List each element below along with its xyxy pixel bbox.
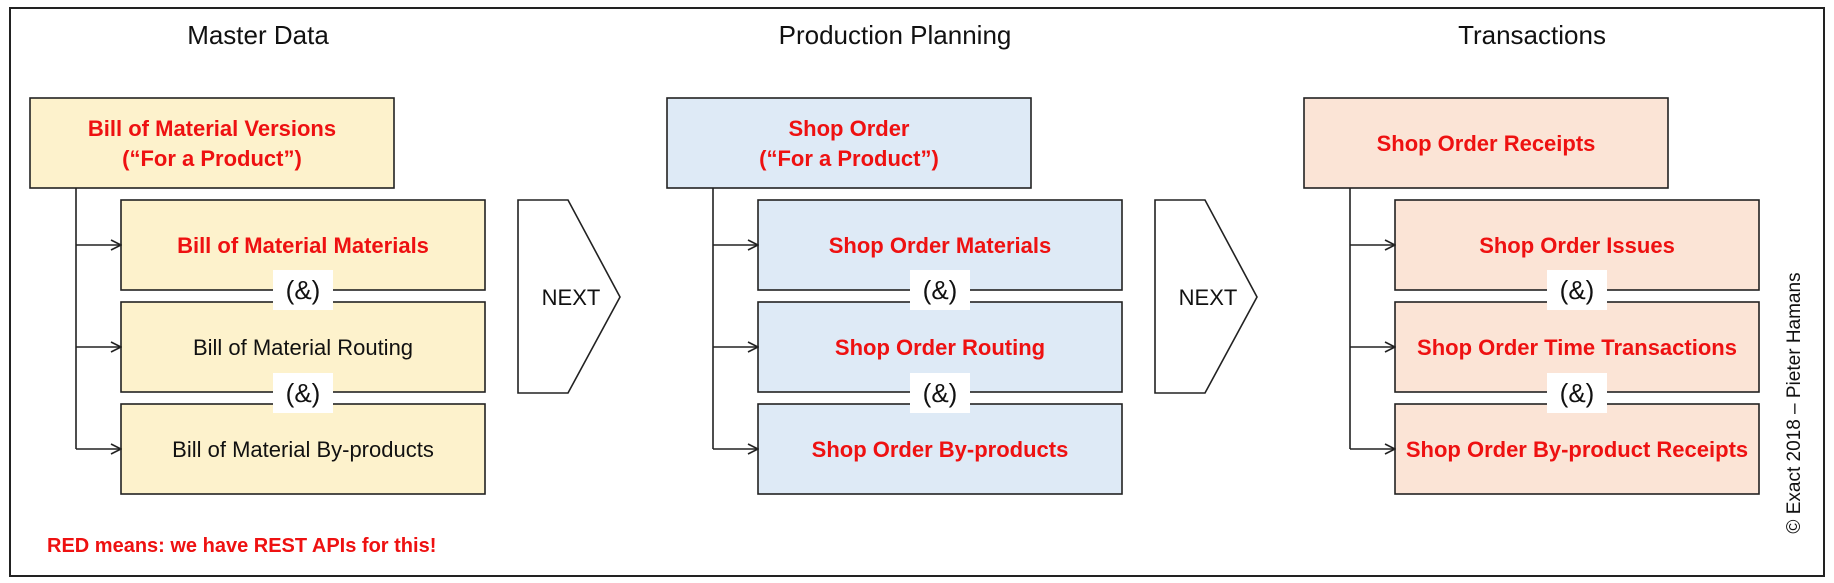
production-planning-child-label-2: Shop Order Routing (835, 335, 1045, 360)
transactions-and-connector-1: (&) (1547, 270, 1607, 310)
production-planning-and-label-2: (&) (923, 378, 958, 408)
heading-master-data: Master Data (187, 20, 329, 50)
master-data-parent-box: Bill of Material Versions (“For a Product… (29, 97, 395, 189)
production-planning-child-label-1: Shop Order Materials (829, 233, 1052, 258)
production-planning-child-label-3: Shop Order By-products (812, 437, 1069, 462)
column-master-data: Bill of Material Versions (“For a Product… (29, 97, 486, 495)
production-planning-and-label-1: (&) (923, 275, 958, 305)
diagram-frame (9, 7, 1825, 577)
copyright-text: © Exact 2018 – Pieter Hamans (1784, 272, 1805, 533)
column-production-planning: Shop Order (“For a Product”) Shop Order Ma… (666, 97, 1123, 495)
master-data-and-connector-2: (&) (273, 373, 333, 413)
transactions-and-connector-2: (&) (1547, 373, 1607, 413)
production-planning-and-connector-2: (&) (910, 373, 970, 413)
master-data-and-label-2: (&) (286, 378, 321, 408)
heading-transactions: Transactions (1458, 20, 1606, 50)
master-data-child-label-3: Bill of Material By-products (172, 437, 434, 462)
production-planning-and-connector-1: (&) (910, 270, 970, 310)
transactions-child-label-3: Shop Order By-product Receipts (1406, 437, 1748, 462)
next-arrow-2-label: NEXT (1179, 285, 1238, 310)
legend-text: RED means: we have REST APIs for this! (47, 535, 436, 557)
master-data-and-label-1: (&) (286, 275, 321, 305)
transactions-parent-label: Shop Order Receipts (1377, 131, 1596, 156)
next-arrow-1: NEXT (517, 199, 621, 394)
production-planning-child-box-2: Shop Order Routing (757, 301, 1123, 393)
master-data-parent-label: Bill of Material Versions (88, 116, 336, 141)
transactions-child-label-2: Shop Order Time Transactions (1417, 335, 1737, 360)
transactions-parent-box: Shop Order Receipts (1303, 97, 1669, 189)
transactions-child-label-1: Shop Order Issues (1479, 233, 1675, 258)
next-arrow-2: NEXT (1154, 199, 1258, 394)
production-planning-parent-label: Shop Order (788, 116, 909, 141)
master-data-child-label-2: Bill of Material Routing (193, 335, 413, 360)
production-planning-parent-box: Shop Order (“For a Product”) (666, 97, 1032, 189)
transactions-child-box-3: Shop Order By-product Receipts (1394, 403, 1760, 495)
master-data-parent-label: (“For a Product”) (122, 146, 302, 171)
heading-production-planning: Production Planning (779, 20, 1012, 50)
master-data-child-box-3: Bill of Material By-products (120, 403, 486, 495)
next-arrow-1-label: NEXT (542, 285, 601, 310)
master-data-and-connector-1: (&) (273, 270, 333, 310)
production-planning-child-box-3: Shop Order By-products (757, 403, 1123, 495)
transactions-and-label-2: (&) (1560, 378, 1595, 408)
transactions-and-label-1: (&) (1560, 275, 1595, 305)
production-planning-parent-label: (“For a Product”) (759, 146, 939, 171)
master-data-child-label-1: Bill of Material Materials (177, 233, 429, 258)
